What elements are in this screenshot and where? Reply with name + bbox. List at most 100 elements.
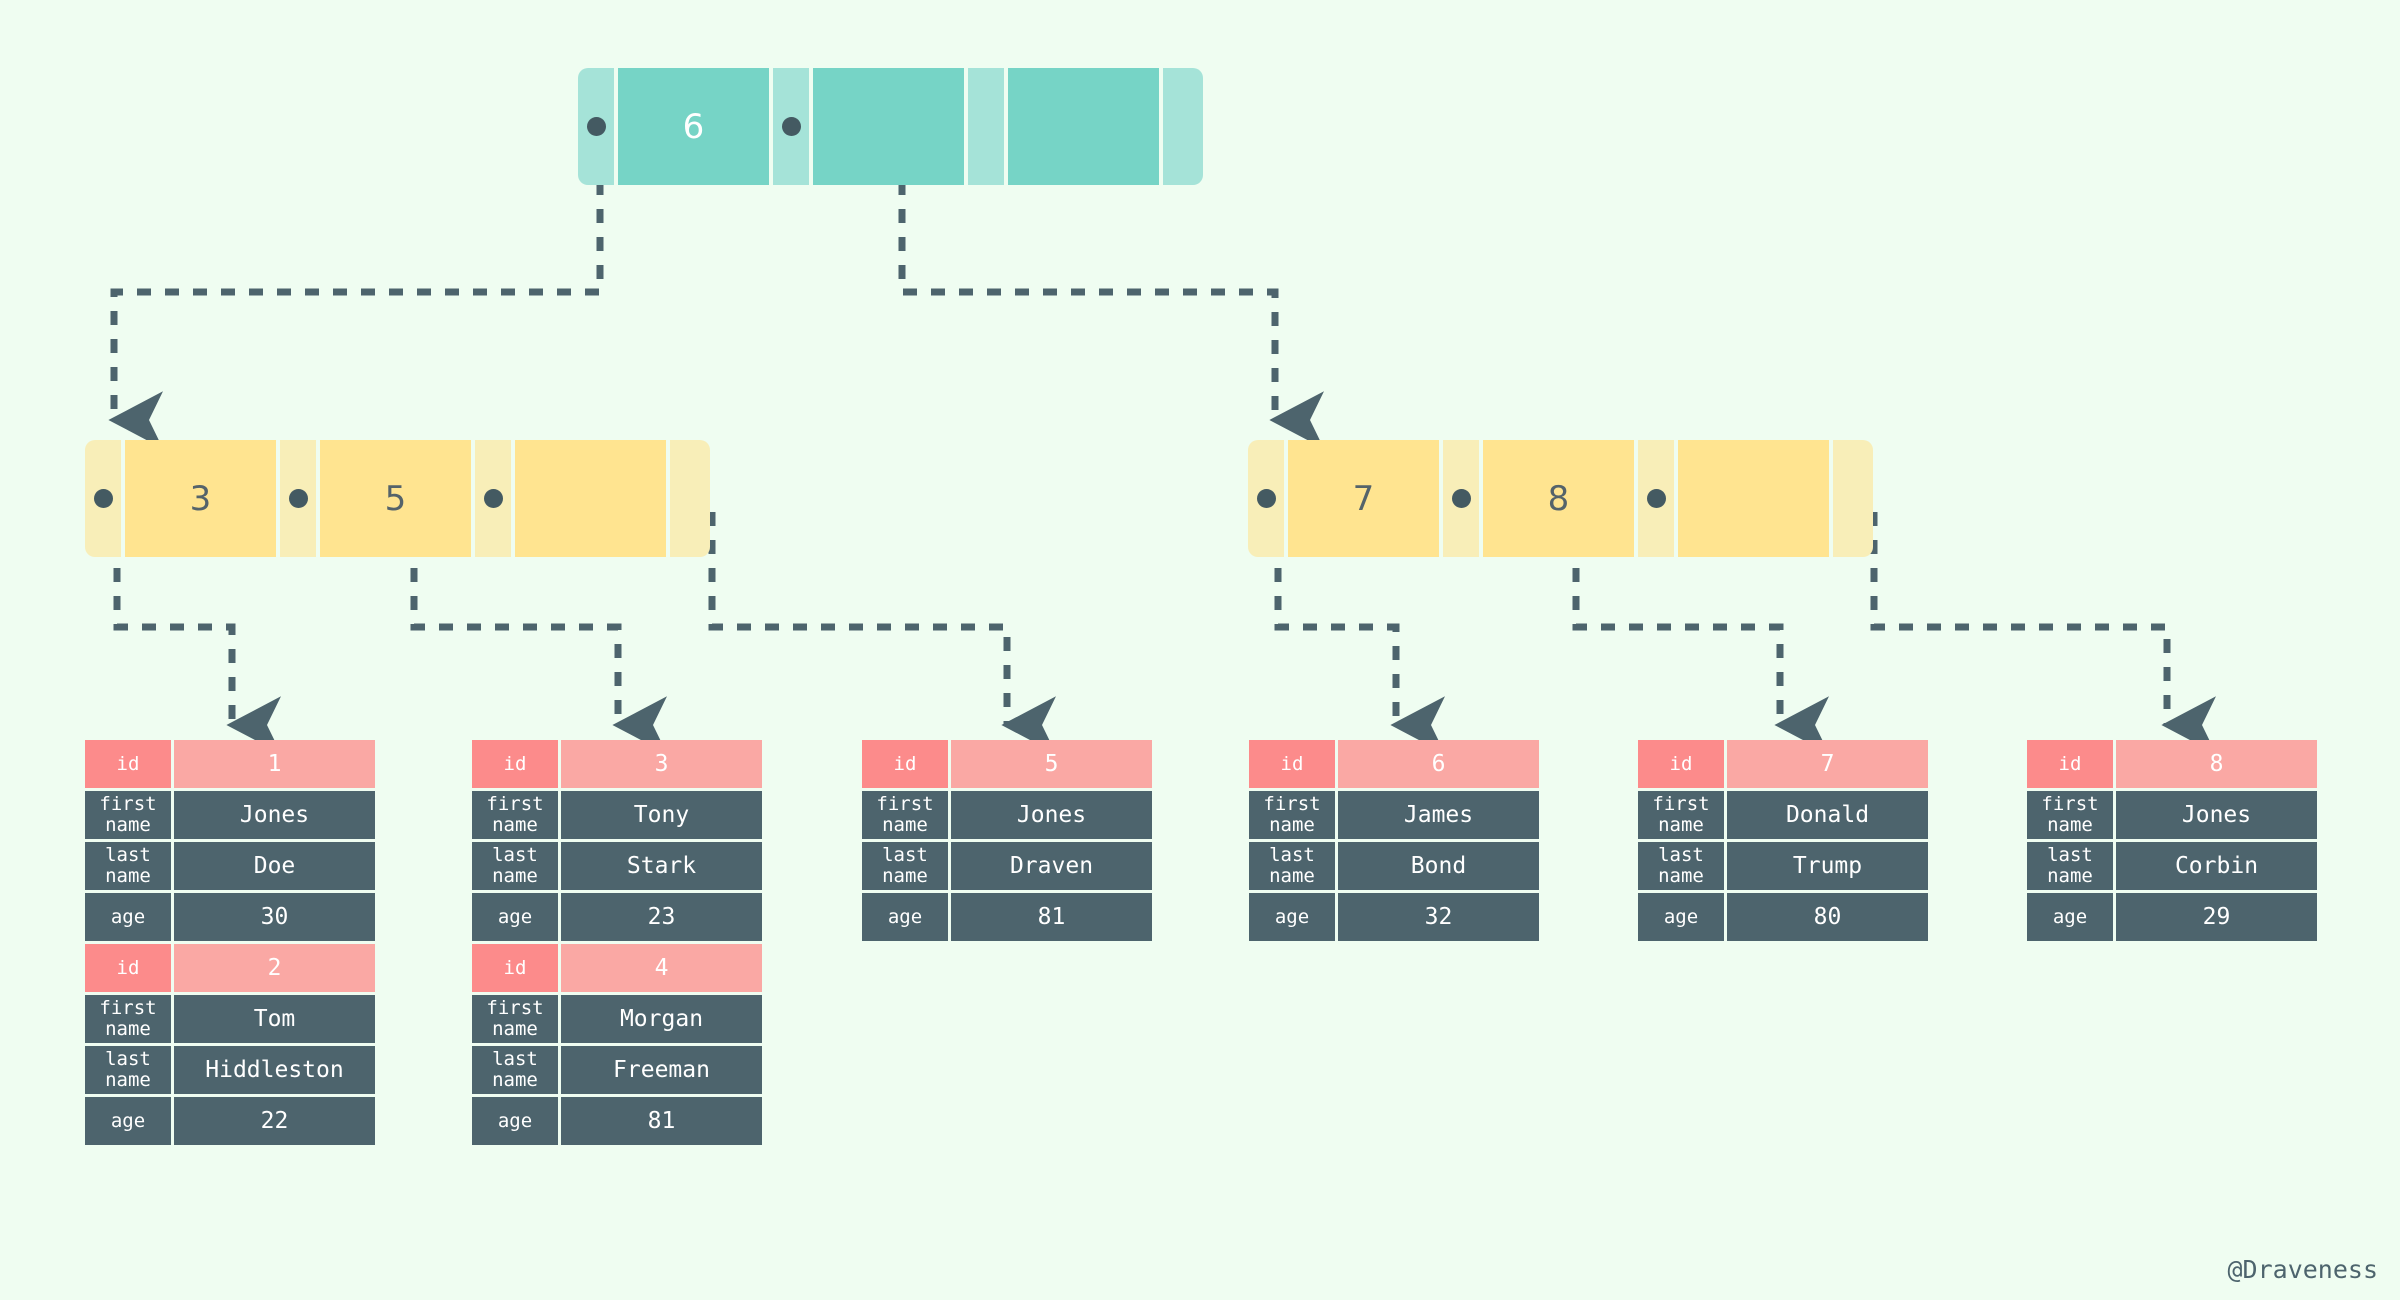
field-value-age: 32: [1338, 893, 1539, 941]
field-value-id: 5: [951, 740, 1152, 788]
field-value-age: 30: [174, 893, 375, 941]
pointer-cell-0[interactable]: [85, 440, 125, 557]
pointer-cell-2[interactable]: [280, 440, 320, 557]
pointer-dot-icon: [1451, 489, 1471, 508]
field-value-age: 22: [174, 1097, 375, 1145]
pointer-cell-0[interactable]: [1248, 440, 1288, 557]
pointer-cell-4[interactable]: [968, 68, 1008, 185]
field-label-id: id: [472, 740, 558, 788]
pointer-cell-6[interactable]: [670, 440, 710, 557]
key-label: 7: [1352, 478, 1375, 519]
key-cell-5[interactable]: [515, 440, 670, 557]
field-value-age: 81: [951, 893, 1152, 941]
field-value-id: 3: [561, 740, 762, 788]
pointer-cell-4[interactable]: [1638, 440, 1678, 557]
root-node[interactable]: 6: [578, 68, 1203, 185]
key-cell-5[interactable]: [1008, 68, 1163, 185]
key-cell-1[interactable]: 6: [618, 68, 773, 185]
field-label-id: id: [2027, 740, 2113, 788]
pointer-cell-2[interactable]: [773, 68, 813, 185]
key-cell-5[interactable]: [1678, 440, 1833, 557]
key-cell-1[interactable]: 3: [125, 440, 280, 557]
field-value-id: 6: [1338, 740, 1539, 788]
pointer-dot-icon: [586, 117, 606, 136]
field-label-id: id: [472, 944, 558, 992]
field-value-first-name: Tony: [561, 791, 762, 839]
pointer-cell-4[interactable]: [475, 440, 515, 557]
pointer-cell-6[interactable]: [1163, 68, 1203, 185]
field-label-age: age: [2027, 893, 2113, 941]
field-value-last-name: Stark: [561, 842, 762, 890]
field-value-age: 80: [1727, 893, 1928, 941]
key-cell-3[interactable]: 8: [1483, 440, 1638, 557]
pointer-cell-6[interactable]: [1833, 440, 1873, 557]
field-value-last-name: Bond: [1338, 842, 1539, 890]
field-value-last-name: Hiddleston: [174, 1046, 375, 1094]
key-cell-3[interactable]: [813, 68, 968, 185]
field-label-age: age: [472, 893, 558, 941]
pointer-cell-0[interactable]: [578, 68, 618, 185]
key-cell-3[interactable]: 5: [320, 440, 475, 557]
field-value-age: 81: [561, 1097, 762, 1145]
field-label-age: age: [472, 1097, 558, 1145]
field-value-last-name: Freeman: [561, 1046, 762, 1094]
field-label-age: age: [85, 1097, 171, 1145]
pointer-dot-icon: [288, 489, 308, 508]
key-label: 6: [682, 106, 705, 147]
watermark: @Draveness: [2227, 1255, 2378, 1284]
pointer-dot-icon: [93, 489, 113, 508]
field-value-id: 1: [174, 740, 375, 788]
key-cell-1[interactable]: 7: [1288, 440, 1443, 557]
field-label-id: id: [1249, 740, 1335, 788]
field-label-age: age: [85, 893, 171, 941]
pointer-cell-2[interactable]: [1443, 440, 1483, 557]
field-label-age: age: [862, 893, 948, 941]
